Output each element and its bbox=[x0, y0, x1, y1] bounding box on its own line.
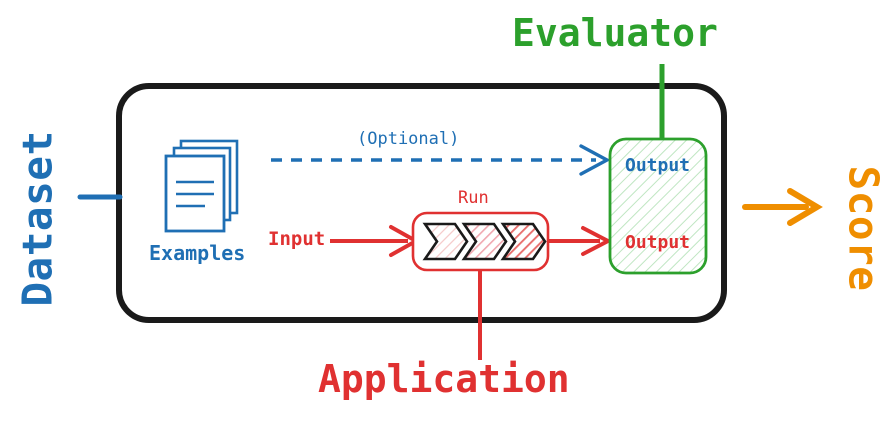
score-label: Score bbox=[839, 165, 887, 292]
run-label: Run bbox=[458, 188, 489, 208]
output-label-application: Output bbox=[625, 232, 691, 253]
dataset-label: Dataset bbox=[13, 130, 62, 307]
optional-label: (Optional) bbox=[357, 129, 460, 149]
output-label-dataset: Output bbox=[625, 155, 691, 176]
score-arrow bbox=[742, 188, 823, 226]
outer-container bbox=[116, 83, 727, 323]
input-label: Input bbox=[268, 228, 326, 250]
evaluator-box bbox=[608, 137, 708, 275]
evaluator-label: Evaluator bbox=[512, 11, 718, 55]
input-arrow bbox=[330, 225, 421, 257]
examples-stack-icon bbox=[164, 139, 239, 233]
run-chevron-1 bbox=[422, 222, 469, 261]
optional-arrow bbox=[271, 144, 611, 176]
run-to-output-arrow bbox=[548, 226, 613, 256]
run-box bbox=[411, 211, 550, 272]
application-label: Application bbox=[318, 357, 570, 401]
examples-label: Examples bbox=[149, 241, 246, 265]
run-chevron-3 bbox=[500, 222, 547, 261]
run-chevron-2 bbox=[461, 222, 508, 261]
